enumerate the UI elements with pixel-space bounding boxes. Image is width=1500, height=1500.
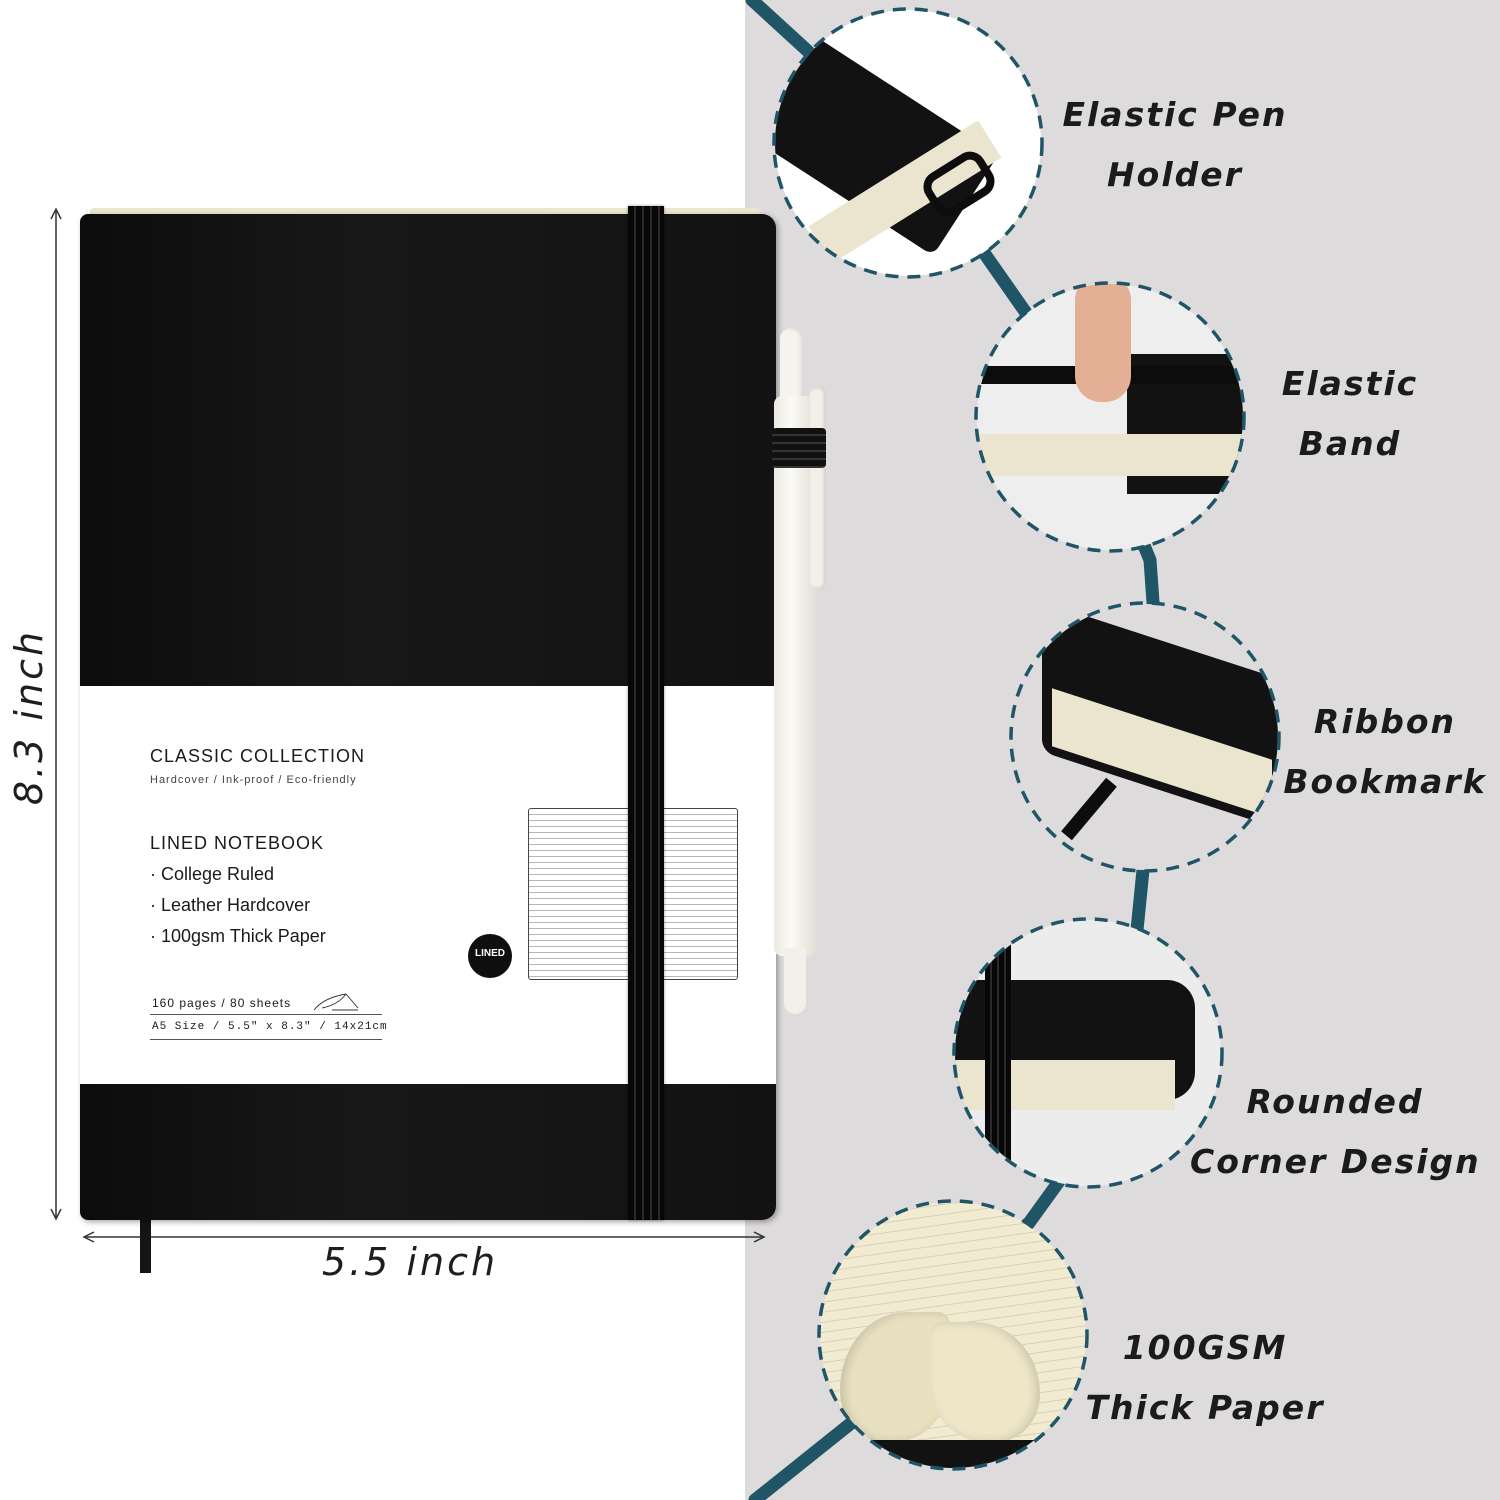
- feature-label-elastic-band: Elastic Band: [1230, 354, 1470, 474]
- cover-feature-item: · 100gsm Thick Paper: [150, 926, 326, 946]
- pen-loop: [772, 428, 826, 468]
- feature-label-pen-holder: Elastic Pen Holder: [1045, 85, 1305, 205]
- quill-illustration-icon: [313, 993, 359, 1011]
- cover-feature-item: · College Ruled: [150, 864, 275, 884]
- height-dimension-line: [50, 207, 62, 1221]
- feature-photo-ribbon-bookmark: [1012, 604, 1278, 870]
- feature-label-thick-paper: 100GSM Thick Paper: [1085, 1318, 1325, 1438]
- feature-photo-thick-paper: [820, 1202, 1086, 1468]
- width-dimension-line: [82, 1231, 766, 1243]
- cover-feature-item: · Leather Hardcover: [150, 895, 311, 915]
- pen-tip: [784, 948, 806, 1014]
- dashed-circle-border: [817, 1199, 1089, 1471]
- feature-label-line: 100GSM: [1122, 1328, 1288, 1367]
- pen-barrel: [774, 396, 816, 956]
- notebook: CLASSIC COLLECTION Hardcover / Ink-proof…: [80, 206, 776, 1220]
- finger: [1075, 284, 1131, 402]
- feature-label-line: Bookmark: [1283, 762, 1487, 801]
- feature-label-line: Thick Paper: [1085, 1388, 1325, 1427]
- pen: [772, 328, 828, 1018]
- dashed-circle-border: [952, 917, 1224, 1189]
- pages-info: 160 pages / 80 sheets: [152, 996, 292, 1010]
- collection-title: CLASSIC COLLECTION: [150, 746, 366, 766]
- feature-photo-rounded-corner: [955, 920, 1221, 1186]
- lined-badge: LINED: [468, 934, 512, 978]
- elastic-band-strap: [985, 930, 1011, 1170]
- collection-subtitle: Hardcover / Ink-proof / Eco-friendly: [150, 774, 357, 786]
- feature-label-line: Holder: [1107, 155, 1243, 194]
- elastic-band: [628, 206, 664, 1220]
- notebook-cover: [820, 1440, 1086, 1468]
- dashed-circle-border: [1009, 601, 1281, 873]
- width-label: 5.5 inch: [321, 1240, 499, 1284]
- page-stack: [977, 434, 1243, 476]
- feature-label-ribbon-bookmark: Ribbon Bookmark: [1280, 692, 1490, 812]
- dashed-circle-border: [974, 281, 1246, 553]
- feature-photo-pen-holder: [775, 10, 1041, 276]
- feature-label-line: Elastic: [1281, 364, 1419, 403]
- feature-photo-elastic-band: [977, 284, 1243, 550]
- feature-label-rounded-corner: Rounded Corner Design: [1190, 1072, 1480, 1192]
- lined-badge-text: LINED: [475, 948, 505, 959]
- pen-clip: [810, 388, 826, 588]
- feature-label-line: Band: [1298, 424, 1402, 463]
- size-info-rule: [150, 1039, 382, 1040]
- pages-info-rule: [150, 1014, 382, 1015]
- pen-plunger: [780, 328, 804, 402]
- feature-label-line: Ribbon: [1313, 702, 1457, 741]
- ribbon-bookmark: [140, 1205, 151, 1273]
- feature-label-line: Rounded: [1246, 1082, 1424, 1121]
- height-label: 8.3 inch: [7, 628, 51, 806]
- dashed-circle-border: [772, 7, 1044, 279]
- feature-label-line: Elastic Pen: [1062, 95, 1288, 134]
- size-info: A5 Size / 5.5" x 8.3" / 14x21cm: [152, 1021, 388, 1033]
- feature-label-line: Corner Design: [1190, 1142, 1481, 1181]
- notebook-type: LINED NOTEBOOK: [150, 833, 325, 853]
